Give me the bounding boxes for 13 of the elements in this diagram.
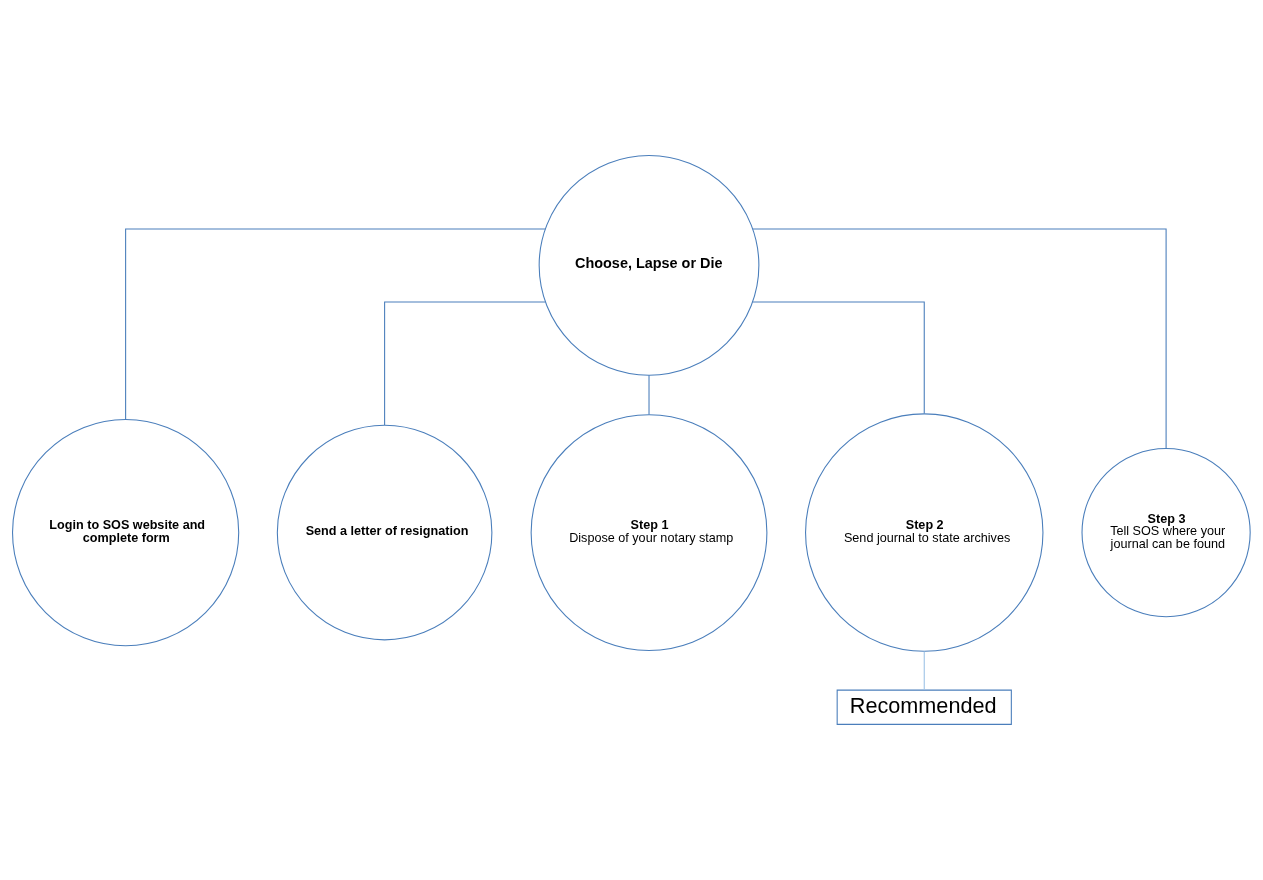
connector bbox=[752, 301, 925, 415]
node-circle: Login to SOS website and complete form bbox=[12, 418, 240, 647]
node-circle: Step 2 Send journal to state archives bbox=[805, 413, 1044, 652]
connector bbox=[752, 228, 1167, 449]
node-circle: Send a letter of resignation bbox=[276, 424, 493, 641]
connector bbox=[648, 374, 650, 416]
node-box: Recommended bbox=[836, 689, 1012, 725]
connector bbox=[125, 228, 546, 421]
connector bbox=[384, 301, 546, 426]
node-circle: Step 1 Dispose of your notary stamp bbox=[530, 414, 768, 652]
connector bbox=[923, 650, 925, 691]
node-circle: Step 3 Tell SOS where your journal can be found bbox=[1081, 447, 1251, 618]
node-circle: Choose, Lapse or Die bbox=[538, 154, 760, 376]
